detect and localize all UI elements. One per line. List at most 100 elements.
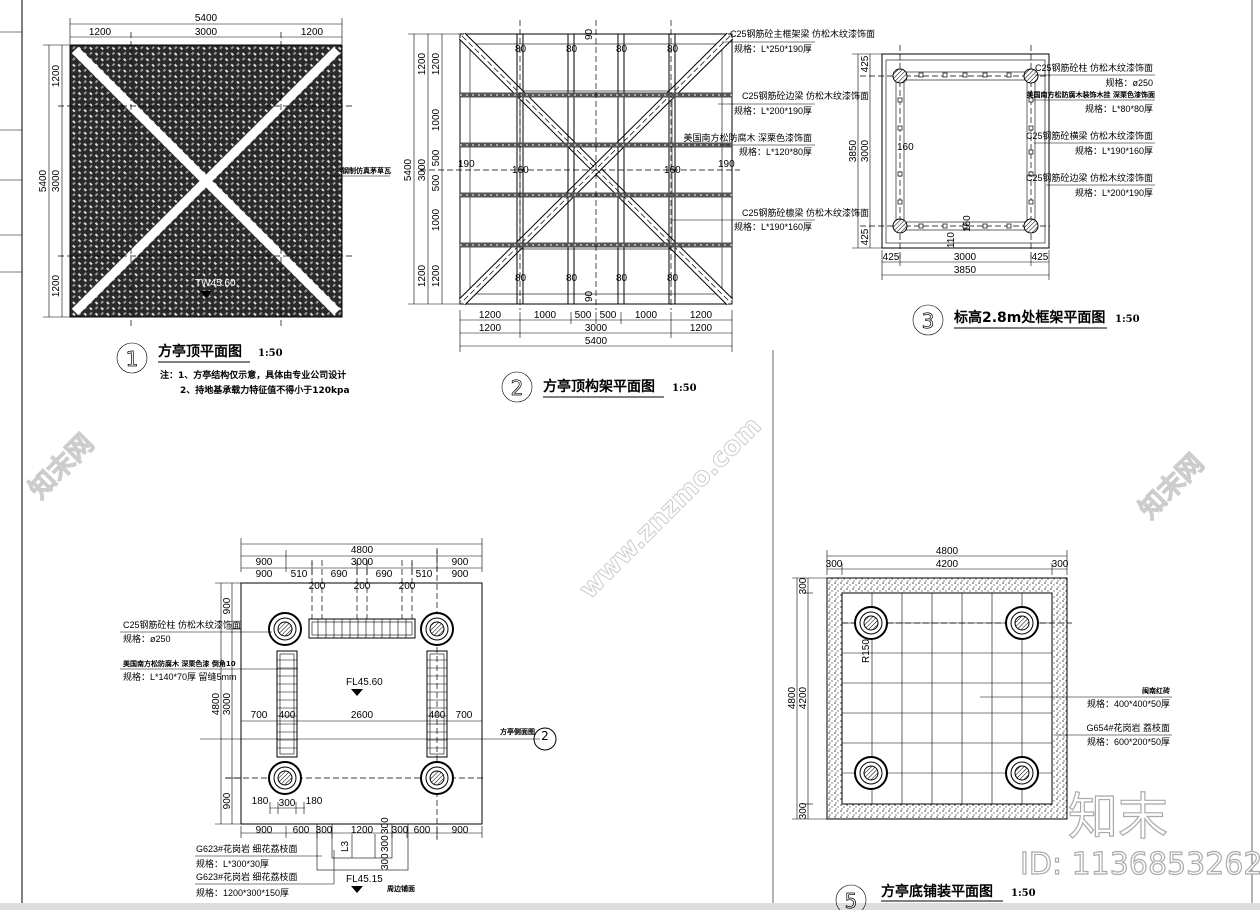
- dimension-label: 80: [566, 44, 578, 55]
- drawing-3-frame-plan: 160 160 110 425 3000 425 3850 425 3000 4…: [848, 45, 1155, 336]
- dimension-label: 400: [429, 710, 446, 721]
- drawing-number: 2: [511, 376, 524, 400]
- dimension-label: 900: [256, 557, 273, 568]
- callout-cross-beam: C25钢筋砼横梁 仿松木纹漆饰面: [1026, 130, 1153, 141]
- drawing-number: 3: [922, 309, 935, 333]
- elevation-step: FL45.15: [346, 874, 383, 885]
- dimension-label: 1000: [431, 208, 442, 231]
- drawing-text: 规格：L*190*160厚: [1075, 145, 1153, 156]
- dimension-label: 1000: [534, 310, 557, 321]
- callout-granite-border: G654#花岗岩 荔枝面: [1086, 722, 1170, 733]
- dimension-label: 160: [664, 165, 681, 176]
- dimension-label: 1200: [89, 27, 112, 38]
- dimension-label: 300: [392, 825, 409, 836]
- dimension-label: 900: [452, 569, 469, 580]
- dimension-label: 90: [584, 290, 595, 302]
- surround-paving-label: 周边铺面: [387, 884, 415, 893]
- dimension-label: 500: [431, 149, 442, 166]
- dimension-label: 900: [452, 825, 469, 836]
- dimension-label: 180: [306, 796, 323, 807]
- dimension-label: 1200: [431, 52, 442, 75]
- dimension-label: 200: [399, 581, 416, 592]
- dimension-label: 5400: [403, 158, 414, 181]
- drawing-number: 5: [845, 889, 858, 910]
- dimension-label: 500: [575, 310, 592, 321]
- dimension-label: 5400: [195, 13, 218, 24]
- dimension-label: 300: [798, 802, 809, 819]
- drawing-title: 方亭顶构架平面图: [543, 378, 655, 395]
- dimension-label: 3000: [417, 158, 428, 181]
- dimension-label: 425: [860, 228, 871, 245]
- dimension-label: 690: [331, 569, 348, 580]
- section-label: 方亭侧面图: [500, 727, 535, 736]
- dimension-label: 80: [515, 44, 527, 55]
- dimension-label: 160: [897, 142, 914, 153]
- dimension-label: 1200: [690, 310, 713, 321]
- drawing-scale: 1:50: [1011, 888, 1036, 899]
- drawing-text: 规格：600*200*50厚: [1087, 736, 1170, 747]
- elevation-mark: TW45.60: [195, 278, 236, 289]
- dimension-label: 190: [718, 159, 735, 170]
- dimension-label: 300: [279, 798, 296, 809]
- drawing-1-roof-plan: 5400 1200 3000 1200 5400 1200 3000 1200 …: [38, 13, 391, 396]
- drawing-4-base-plan: L3 300 300 300 4800 900 3000 900 900 510…: [120, 538, 557, 898]
- drawing-number-circle: [835, 884, 867, 910]
- dimension-label: 1200: [431, 264, 442, 287]
- step-dimension: 300: [380, 853, 391, 870]
- drawing-title: 方亭顶平面图: [158, 343, 242, 360]
- note-1: 注：1、方亭结构仅示意，具体由专业公司设计: [160, 369, 346, 381]
- dimension-label: 4200: [936, 559, 959, 570]
- dimension-label: 3000: [860, 139, 871, 162]
- dimension-label: 1200: [417, 52, 428, 75]
- dimension-label: 3000: [585, 323, 608, 334]
- dimension-label: 900: [222, 792, 233, 809]
- callout-main-beam: C25钢筋砼主框架梁 仿松木纹漆饰面: [730, 28, 875, 39]
- dimension-label: 425: [883, 252, 900, 263]
- drawing-text: 规格：L*140*70厚 留缝5mm: [123, 671, 237, 682]
- callout-wood: 美国南方松防腐木 深栗色漆饰面: [683, 132, 812, 143]
- watermark-site: www.znzmo.com: [574, 411, 768, 605]
- material-callout: 钢制仿真茅草瓦: [342, 166, 391, 175]
- callout-purlin: C25钢筋砼檩梁 仿松木纹漆饰面: [742, 207, 869, 218]
- drawing-text: 规格：1200*300*150厚: [196, 887, 289, 898]
- dimension-label: 425: [860, 55, 871, 72]
- dimension-label: 300: [798, 577, 809, 594]
- drawing-text: 规格：L*80*80厚: [1085, 103, 1153, 114]
- dimension-label: 1000: [635, 310, 658, 321]
- drawing-scale: 1:50: [1115, 314, 1140, 325]
- dimension-label: 4200: [798, 686, 809, 709]
- watermark-brand: 知末: [1068, 788, 1168, 846]
- radius-label: R150: [861, 639, 872, 663]
- drawing-text: 规格：L*250*190厚: [734, 43, 812, 54]
- drawing-scale: 1:50: [672, 383, 697, 394]
- callout-edge-beam: C25钢筋砼边梁 仿松木纹漆饰面: [1026, 172, 1153, 183]
- drawing-text: 规格：L*200*190厚: [734, 105, 812, 116]
- bench-top: [308, 618, 416, 639]
- drawing-5-paving-plan: R150 4800 300 4200 300 4800 300 4200 300…: [787, 546, 1172, 910]
- callout-red-brick: 闽南红砖: [1142, 686, 1170, 695]
- dimension-label: 80: [667, 273, 679, 284]
- dimension-label: 1200: [301, 27, 324, 38]
- drawing-text: 规格：L*300*30厚: [196, 858, 269, 869]
- dimension-label: 190: [458, 159, 475, 170]
- dimension-label: 500: [431, 174, 442, 191]
- dimension-label: 110: [946, 232, 957, 248]
- dimension-label: 90: [584, 28, 595, 40]
- dimension-label: 1200: [417, 264, 428, 287]
- drawing-number-circle: [501, 371, 533, 403]
- dimension-label: 3000: [954, 252, 977, 263]
- dimension-label: 4800: [211, 692, 222, 715]
- drawing-number-circle: [912, 304, 944, 336]
- dimension-label: 5400: [38, 169, 49, 192]
- callout-edge-beam: C25钢筋砼边梁 仿松木纹漆饰面: [742, 90, 869, 101]
- dimension-label: 900: [452, 557, 469, 568]
- dimension-label: 180: [252, 796, 269, 807]
- dimension-label: 5400: [585, 336, 608, 347]
- dimension-label: 300: [826, 559, 843, 570]
- dimension-label: 160: [512, 165, 529, 176]
- section-symbol: [533, 727, 557, 751]
- dimension-label: 500: [600, 310, 617, 321]
- dimension-label: 1200: [51, 274, 62, 297]
- dimension-label: 600: [293, 825, 310, 836]
